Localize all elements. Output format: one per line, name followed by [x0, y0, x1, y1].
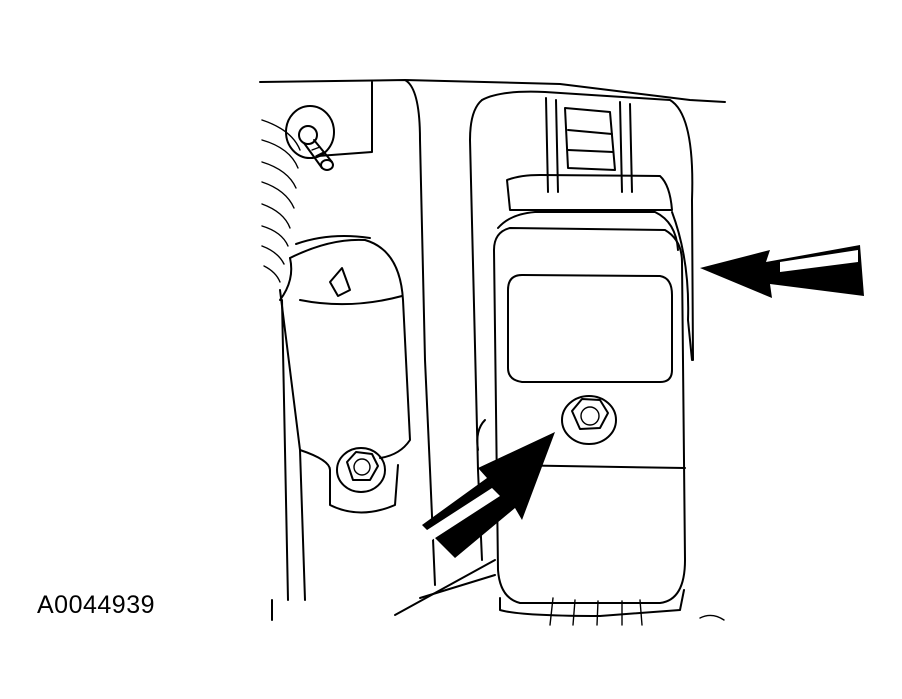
arrow-right-callout — [700, 245, 864, 298]
arrow-lower-callout — [422, 432, 555, 558]
stud-bolt — [285, 105, 335, 171]
wiring-loom — [261, 119, 301, 283]
main-module — [469, 90, 694, 626]
mounting-panel — [259, 79, 726, 621]
figure-id-label: A0044939 — [37, 591, 156, 619]
side-module — [271, 235, 411, 621]
main-hex-bolt — [561, 395, 617, 445]
left-hex-bolt — [336, 447, 386, 493]
